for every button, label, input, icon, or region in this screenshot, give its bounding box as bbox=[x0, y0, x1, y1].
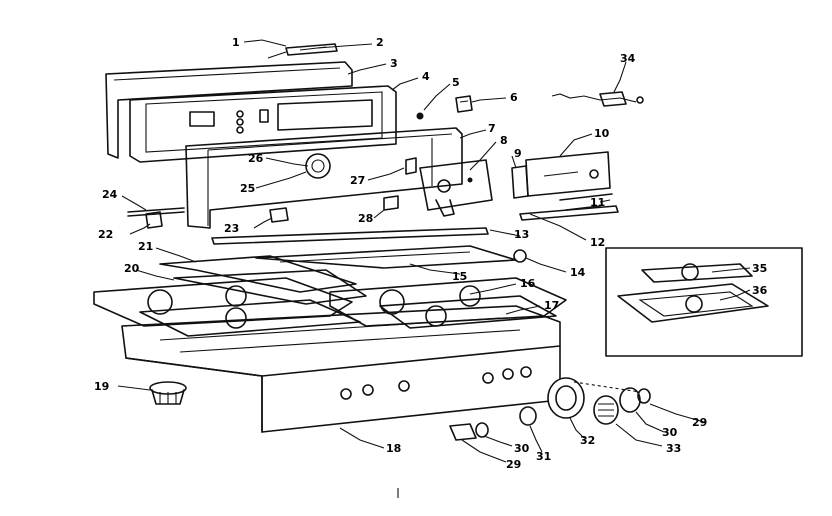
clip-part bbox=[455, 95, 473, 113]
callout-2: 2 bbox=[376, 36, 384, 49]
control-housing-part bbox=[185, 127, 463, 229]
callout-29a: 29 bbox=[692, 416, 707, 429]
trim-strip-part bbox=[267, 43, 338, 59]
callout-30b: 30 bbox=[514, 442, 530, 455]
callout-labels: 1 2 3 4 5 6 7 8 9 10 11 12 13 14 15 16 1… bbox=[94, 36, 768, 471]
spark-module-part bbox=[513, 249, 527, 263]
clock-part bbox=[305, 153, 331, 179]
callout-7: 7 bbox=[488, 122, 496, 135]
control-panel-frame-part bbox=[129, 85, 397, 163]
callout-14: 14 bbox=[570, 266, 586, 279]
callout-35: 35 bbox=[752, 262, 767, 275]
callout-6: 6 bbox=[510, 91, 518, 104]
callout-18: 18 bbox=[386, 442, 401, 455]
callout-1: 1 bbox=[232, 36, 240, 49]
bracket-part bbox=[511, 165, 529, 199]
inset-griddle-box bbox=[605, 247, 803, 357]
callout-19: 19 bbox=[94, 380, 109, 393]
callout-26: 26 bbox=[248, 152, 264, 165]
rail-part bbox=[519, 193, 619, 221]
callout-22: 22 bbox=[98, 228, 113, 241]
callout-4: 4 bbox=[422, 70, 430, 83]
callout-5: 5 bbox=[452, 76, 460, 89]
callout-23: 23 bbox=[224, 222, 239, 235]
burner-cap-part bbox=[149, 381, 187, 405]
callout-20: 20 bbox=[124, 262, 140, 275]
callout-28: 28 bbox=[358, 212, 373, 225]
relay-box-part bbox=[525, 151, 611, 197]
callout-10: 10 bbox=[594, 127, 610, 140]
callout-30a: 30 bbox=[662, 426, 678, 439]
callout-21: 21 bbox=[138, 240, 153, 253]
callout-29b: 29 bbox=[506, 458, 521, 471]
callout-36: 36 bbox=[752, 284, 768, 297]
screw-part bbox=[416, 112, 424, 120]
callout-17: 17 bbox=[544, 299, 559, 312]
callout-13: 13 bbox=[514, 228, 529, 241]
callout-16: 16 bbox=[520, 277, 536, 290]
callout-31: 31 bbox=[536, 450, 551, 463]
knob-set-part bbox=[449, 377, 651, 441]
back-panel-part bbox=[105, 61, 353, 159]
callout-33: 33 bbox=[666, 442, 681, 455]
callout-34: 34 bbox=[620, 52, 636, 65]
leader-lines bbox=[117, 39, 751, 463]
callout-9: 9 bbox=[514, 147, 522, 160]
callout-27: 27 bbox=[350, 174, 365, 187]
callout-8: 8 bbox=[500, 134, 508, 147]
callout-12: 12 bbox=[590, 236, 605, 249]
timer-module-part bbox=[419, 159, 493, 217]
rod-part bbox=[211, 227, 489, 245]
callout-25: 25 bbox=[240, 182, 255, 195]
callout-11: 11 bbox=[590, 196, 605, 209]
cooktop-panel-part bbox=[159, 245, 517, 305]
callout-32: 32 bbox=[580, 434, 595, 447]
wiring-harness-part bbox=[551, 91, 644, 107]
callout-24: 24 bbox=[102, 188, 118, 201]
range-body-part bbox=[121, 305, 561, 433]
switch-part bbox=[405, 157, 417, 175]
callout-3: 3 bbox=[390, 57, 398, 70]
callout-15: 15 bbox=[452, 270, 467, 283]
